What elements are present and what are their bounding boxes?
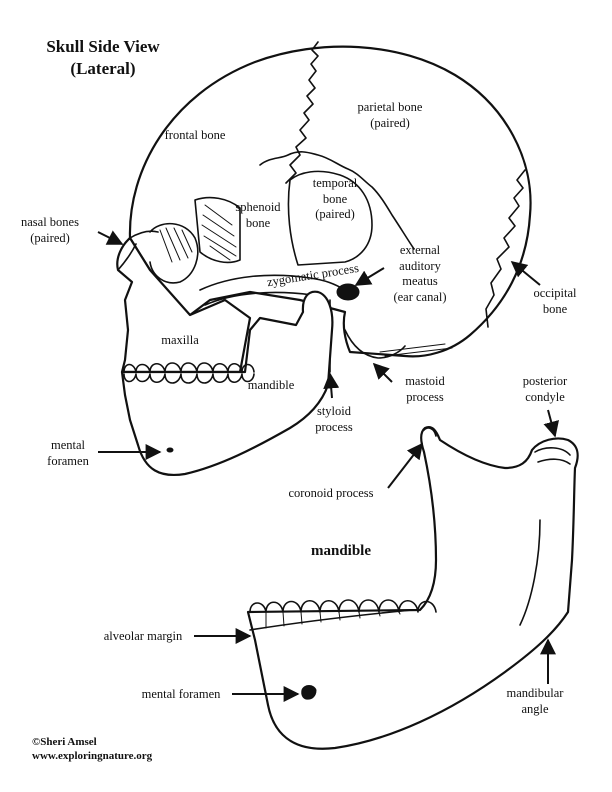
credit-author: ©Sheri Amsel — [32, 736, 97, 748]
temporal-outline — [287, 170, 373, 266]
occipital-base-lines — [379, 343, 453, 357]
label-alveolar-margin: alveolar margin — [103, 629, 183, 643]
arrow-occipital — [510, 260, 541, 286]
label-parietal-bone: parietal bone (paired) — [357, 100, 423, 130]
label-mental-foramen-skull: mental foramen — [47, 438, 89, 468]
label-maxilla: maxilla — [161, 333, 199, 347]
label-mandible-small: mandible — [247, 378, 295, 392]
condyle-detail — [534, 447, 571, 465]
label-sphenoid-bone: sphenoid bone — [235, 200, 281, 230]
large-mental-foramen — [301, 685, 317, 700]
ear-canal — [336, 283, 360, 301]
squamosal-suture — [259, 151, 415, 250]
label-posterior-condyle: posterior condyle — [522, 374, 568, 404]
sphenoid-striations — [201, 204, 237, 261]
zygomatic-arch-lower — [204, 291, 313, 306]
nasal-bones — [117, 230, 159, 271]
title-line-1: Skull Side View — [46, 37, 160, 56]
label-nasal-bones: nasal bones (paired) — [21, 215, 79, 245]
mastoid-process — [344, 329, 406, 359]
coronoid-detail — [423, 427, 437, 437]
skull-mental-foramen — [166, 447, 174, 453]
upper-teeth — [123, 362, 255, 373]
label-styloid-process: styloid process — [315, 404, 353, 434]
coronal-suture — [285, 41, 319, 184]
label-occipital-bone: occipital bone — [533, 286, 577, 316]
credit: ©Sheri Amsel www.exploringnature.org — [32, 736, 192, 764]
cranium-outline — [128, 45, 532, 358]
label-external-auditory-meatus: external auditory meatus (ear canal) — [393, 243, 447, 304]
eye-orbit — [149, 222, 199, 284]
orbit-shading — [159, 227, 193, 263]
skull-mandible — [120, 290, 334, 476]
sphenoid-region — [194, 196, 241, 264]
arrow-nasal — [97, 230, 124, 245]
label-coronoid-process: coronoid process — [288, 486, 374, 500]
label-mandibular-angle: mandibular angle — [506, 686, 564, 716]
arrow-posterior-condyle — [543, 409, 559, 438]
ramus-inner-line — [519, 519, 541, 626]
label-frontal-bone: frontal bone — [164, 128, 226, 142]
label-temporal-bone: temporal bone (paired) — [312, 176, 358, 222]
diagram-title: Skull Side View (Lateral) — [28, 36, 178, 80]
lambdoid-suture — [485, 169, 526, 328]
lower-teeth — [123, 373, 255, 384]
arrow-external-auditory — [354, 267, 385, 286]
mandible-teeth — [249, 599, 437, 631]
face-outline — [116, 236, 252, 374]
large-mandible — [246, 426, 579, 750]
arrow-styloid — [323, 372, 340, 399]
title-line-2: (Lateral) — [70, 59, 136, 79]
label-mastoid-process: mastoid process — [405, 374, 445, 404]
label-mental-foramen: mental foramen — [141, 687, 221, 701]
label-mandible-heading: mandible — [310, 543, 371, 559]
arrow-coronoid — [387, 442, 423, 489]
credit-website: www.exploringnature.org — [32, 749, 153, 762]
arrow-mastoid — [372, 362, 393, 383]
zygomatic-arch — [199, 274, 346, 291]
